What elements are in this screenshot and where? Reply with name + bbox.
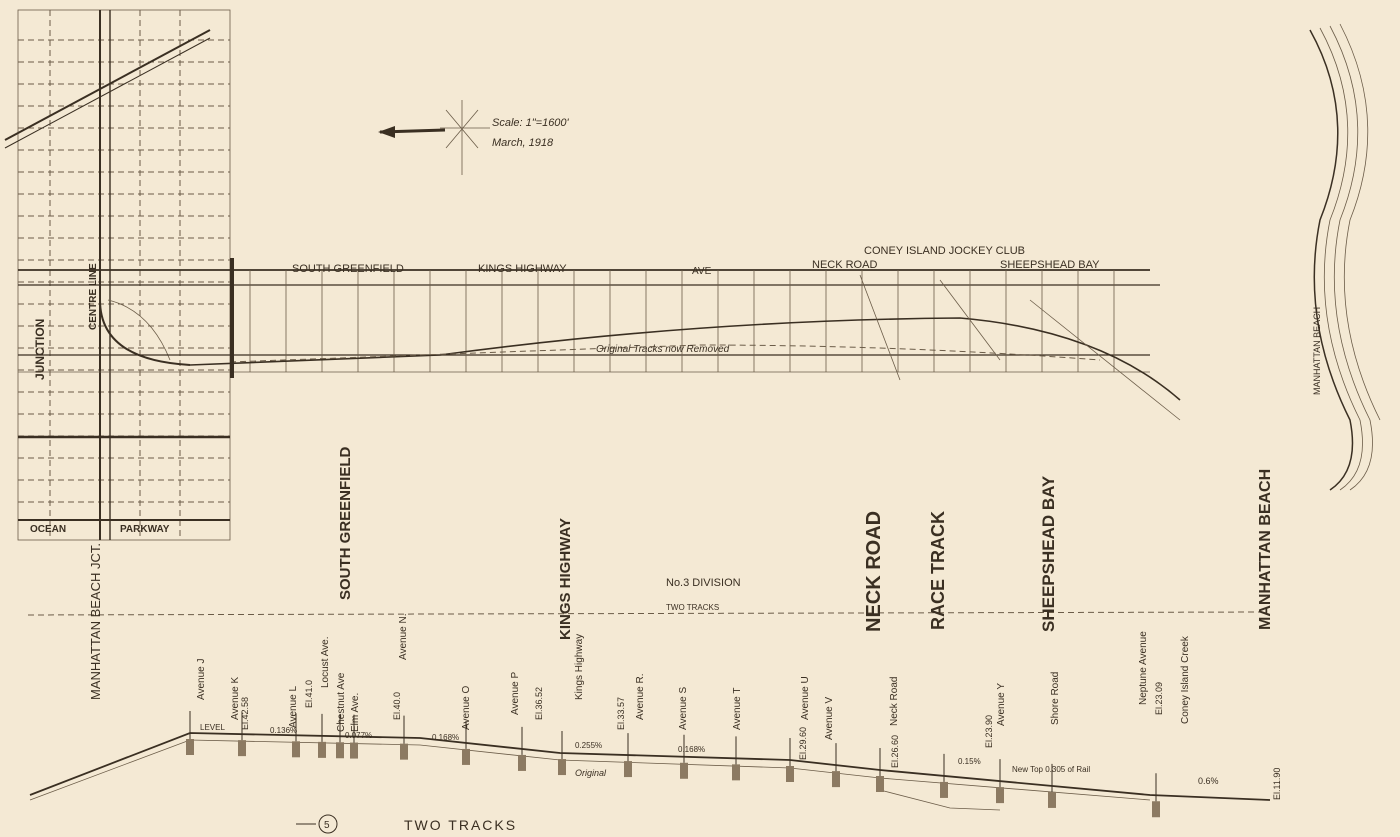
station-small-label: Avenue U (800, 676, 811, 720)
station-small-label: MANHATTAN BEACH JCT. (88, 543, 103, 700)
jockey-club-label: CONEY ISLAND JOCKEY CLUB (864, 245, 1025, 257)
elevation-label: El.41.0 (304, 680, 314, 708)
elevation-label: El.26.60 (890, 735, 900, 768)
elevation-label: El.11.90 (1272, 768, 1282, 800)
pier (680, 762, 688, 779)
elevation-label: El.42.58 (240, 697, 250, 730)
parkway-label: PARKWAY (120, 524, 170, 535)
pier (400, 743, 408, 760)
scale-compass: Scale: 1"=1600' March, 1918 (378, 100, 570, 175)
elevation-label: El.33.57 (616, 697, 626, 730)
ave-label: AVE (692, 266, 712, 277)
scale-text: Scale: 1"=1600' (492, 117, 570, 129)
pier (462, 748, 470, 765)
pier (518, 754, 526, 771)
sheepshead-bay-plan: SHEEPSHEAD BAY (1000, 259, 1100, 271)
grade-0255: 0.255% (575, 741, 602, 750)
station-big-label: KINGS HIGHWAY (557, 518, 574, 640)
station-small-label: Avenue S (678, 686, 689, 730)
station-big-label: SOUTH GREENFIELD (337, 446, 354, 600)
junction-label: JUNCTION (33, 319, 47, 380)
station-small-label: Avenue T (732, 688, 743, 730)
two-tracks-upper: TWO TRACKS (666, 603, 719, 612)
grade-06: 0.6% (1198, 776, 1219, 786)
pier (832, 771, 840, 788)
division-label: No.3 DIVISION (666, 577, 741, 589)
station-big-label: NECK ROAD (863, 511, 885, 632)
station-small-label: Avenue Y (996, 683, 1007, 726)
manhattan-beach-plan: MANHATTAN BEACH (1312, 307, 1322, 395)
pier (732, 764, 740, 781)
elevation-label: El.23.09 (1154, 682, 1164, 715)
station-small-label: Avenue N. (398, 613, 409, 660)
station-small-label: Elm Ave. (350, 693, 361, 732)
station-small-label: Avenue V (824, 696, 835, 740)
station-small-label: Neck Road (889, 677, 900, 726)
date-text: March, 1918 (492, 137, 554, 149)
elevation-label: El.23.90 (984, 715, 994, 748)
street-grid-left: OCEAN PARKWAY JUNCTION CENTRE LINE (4, 9, 231, 541)
profile: No.3 DIVISION TWO TRACKS LEVEL 0.136% 0.… (27, 446, 1282, 834)
neck-road-plan: NECK ROAD (812, 259, 877, 271)
station-small-label: Chestnut Ave (336, 672, 347, 732)
pier (1048, 791, 1056, 808)
original-profile: Original (575, 768, 607, 778)
grade-0136: 0.136% (270, 726, 297, 735)
original-tracks-label: Original Tracks now Removed (596, 344, 730, 355)
station-small-label: Locust Ave. (320, 636, 331, 688)
south-greenfield-plan: SOUTH GREENFIELD (292, 263, 404, 275)
station-small-label: Avenue K (230, 676, 241, 720)
pier (940, 781, 948, 798)
pier (318, 741, 326, 758)
kings-highway-plan: KINGS HIGHWAY (478, 263, 567, 275)
station-big-label: RACE TRACK (928, 511, 948, 630)
shoreline: MANHATTAN BEACH (1309, 23, 1381, 491)
grade-015: 0.15% (958, 757, 981, 766)
pier (336, 742, 344, 759)
station-small-label: Avenue R. (635, 673, 646, 720)
grade-0077: 0.077% (345, 731, 372, 740)
centre-line-label: CENTRE LINE (88, 263, 99, 330)
circle-number: 5 (324, 820, 330, 831)
station-small-label: Coney Island Creek (1180, 635, 1191, 724)
pier (876, 776, 884, 792)
pier (1152, 801, 1160, 818)
pier (350, 742, 358, 759)
station-small-label: Avenue O (461, 685, 472, 730)
grade-0168b: 0.168% (678, 745, 705, 754)
station-big-label: SHEEPSHEAD BAY (1039, 475, 1058, 632)
pier (292, 741, 300, 758)
station-small-label: Avenue L (288, 685, 299, 728)
ocean-label: OCEAN (30, 524, 66, 535)
pier (996, 787, 1004, 804)
grade-0168: 0.168% (432, 733, 459, 742)
station-small-label: Neptune Avenue (1138, 631, 1149, 705)
station-small-label: Avenue P (510, 671, 521, 715)
station-small-label: Avenue J (196, 658, 207, 700)
station-small-label: Kings Highway (574, 634, 585, 700)
pier (238, 740, 246, 757)
pier (624, 761, 632, 778)
new-top-rail: New Top 0.305 of Rail (1012, 765, 1090, 774)
elevation-label: El.36.52 (534, 687, 544, 720)
elevation-label: El.29.60 (798, 727, 808, 760)
station-small-label: Shore Road (1050, 672, 1061, 725)
pier (558, 759, 566, 776)
elevation-label: El.40.0 (392, 692, 402, 720)
pier (186, 739, 194, 755)
level-label: LEVEL (200, 723, 225, 732)
two-tracks-bottom: TWO TRACKS (404, 817, 517, 833)
plan-strip: SOUTH GREENFIELD KINGS HIGHWAY NECK ROAD… (18, 245, 1181, 421)
pier (786, 766, 794, 782)
station-big-label: MANHATTAN BEACH (1257, 469, 1274, 630)
